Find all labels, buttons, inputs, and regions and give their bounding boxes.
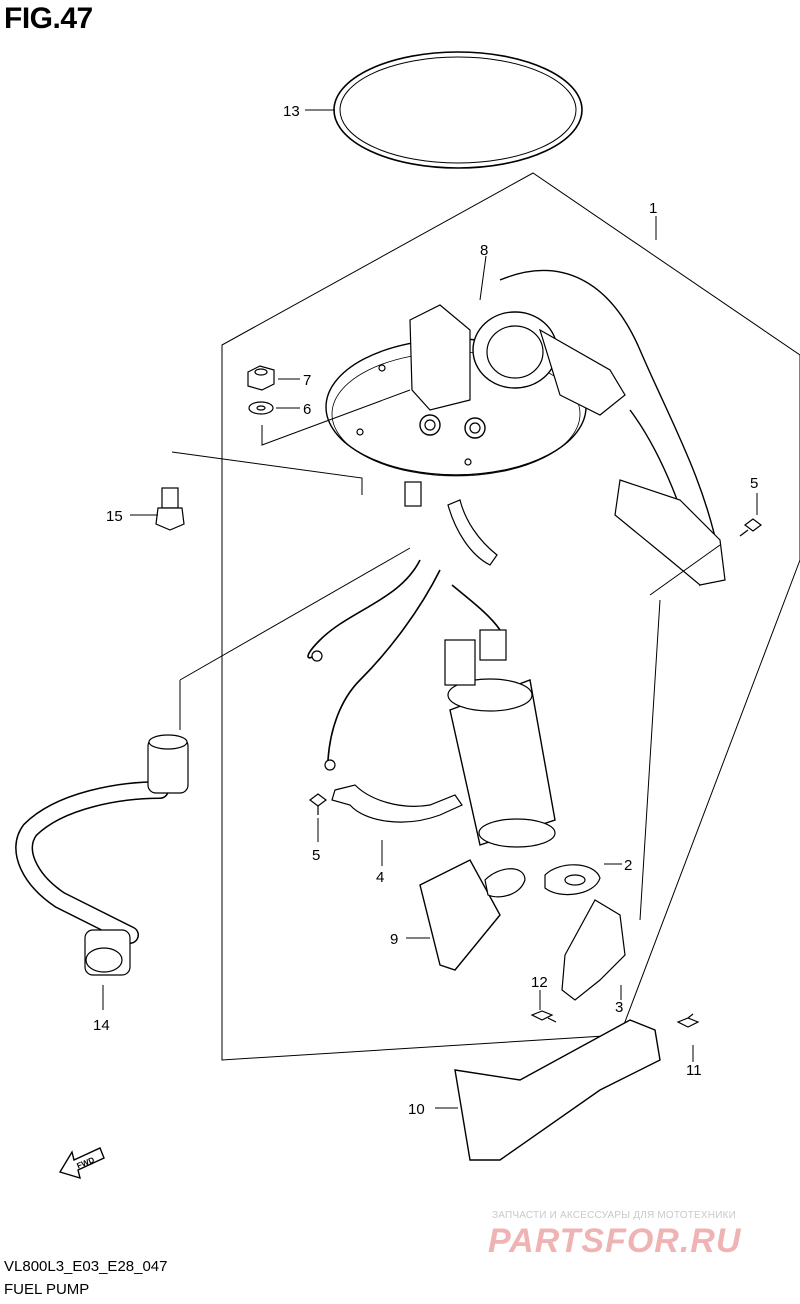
callout-12: 12	[531, 974, 548, 991]
callout-5-right: 5	[750, 475, 758, 492]
outlet-nozzle	[404, 481, 422, 507]
callout-15: 15	[106, 508, 123, 525]
watermark-tagline: ЗАПЧАСТИ И АКСЕССУАРЫ ДЛЯ МОТОТЕХНИКИ	[492, 1210, 737, 1221]
callout-4: 4	[376, 869, 384, 886]
pump-filter	[419, 859, 526, 971]
clamp-band	[331, 784, 463, 823]
screw-right	[739, 518, 762, 537]
short-hose	[447, 499, 498, 566]
bolt-small-right	[676, 1013, 700, 1028]
bolt-part	[155, 487, 185, 531]
callout-7: 7	[303, 372, 311, 389]
model-code: VL800L3_E03_E28_047	[4, 1258, 168, 1275]
bracket-part	[561, 899, 626, 1001]
callout-1: 1	[649, 200, 657, 217]
cushion-part	[544, 864, 601, 896]
watermark-logo: PARTSFOR.RU	[488, 1222, 742, 1260]
callout-5-left: 5	[312, 847, 320, 864]
figure-title: FIG.47	[4, 2, 93, 35]
o-ring-part	[333, 51, 583, 169]
assembly-name: FUEL PUMP	[4, 1281, 90, 1298]
callout-14: 14	[93, 1017, 110, 1034]
callout-2: 2	[624, 857, 632, 874]
fwd-arrow-icon: FWD	[58, 1147, 105, 1180]
callout-3: 3	[615, 999, 623, 1016]
callout-11: 11	[686, 1062, 702, 1079]
screw-left	[309, 793, 327, 815]
bolt-small-left	[530, 1010, 557, 1023]
pump-plate-assembly	[325, 269, 726, 587]
protector-part	[454, 1019, 661, 1161]
fuel-hose	[15, 734, 189, 976]
callout-labels: 1 2 3 4 5 5 6 7 8 9 10 11 12 13 14 15	[93, 103, 758, 1118]
callout-10: 10	[408, 1101, 425, 1118]
callout-13: 13	[283, 103, 300, 120]
fuel-pump-motor	[444, 629, 556, 848]
wire-harness	[307, 559, 421, 659]
callout-9: 9	[390, 931, 398, 948]
assembly-outline	[221, 172, 800, 1061]
callout-6: 6	[303, 401, 311, 418]
washer-part	[248, 401, 274, 415]
leader-lines	[102, 109, 758, 1109]
callout-8: 8	[480, 242, 488, 259]
